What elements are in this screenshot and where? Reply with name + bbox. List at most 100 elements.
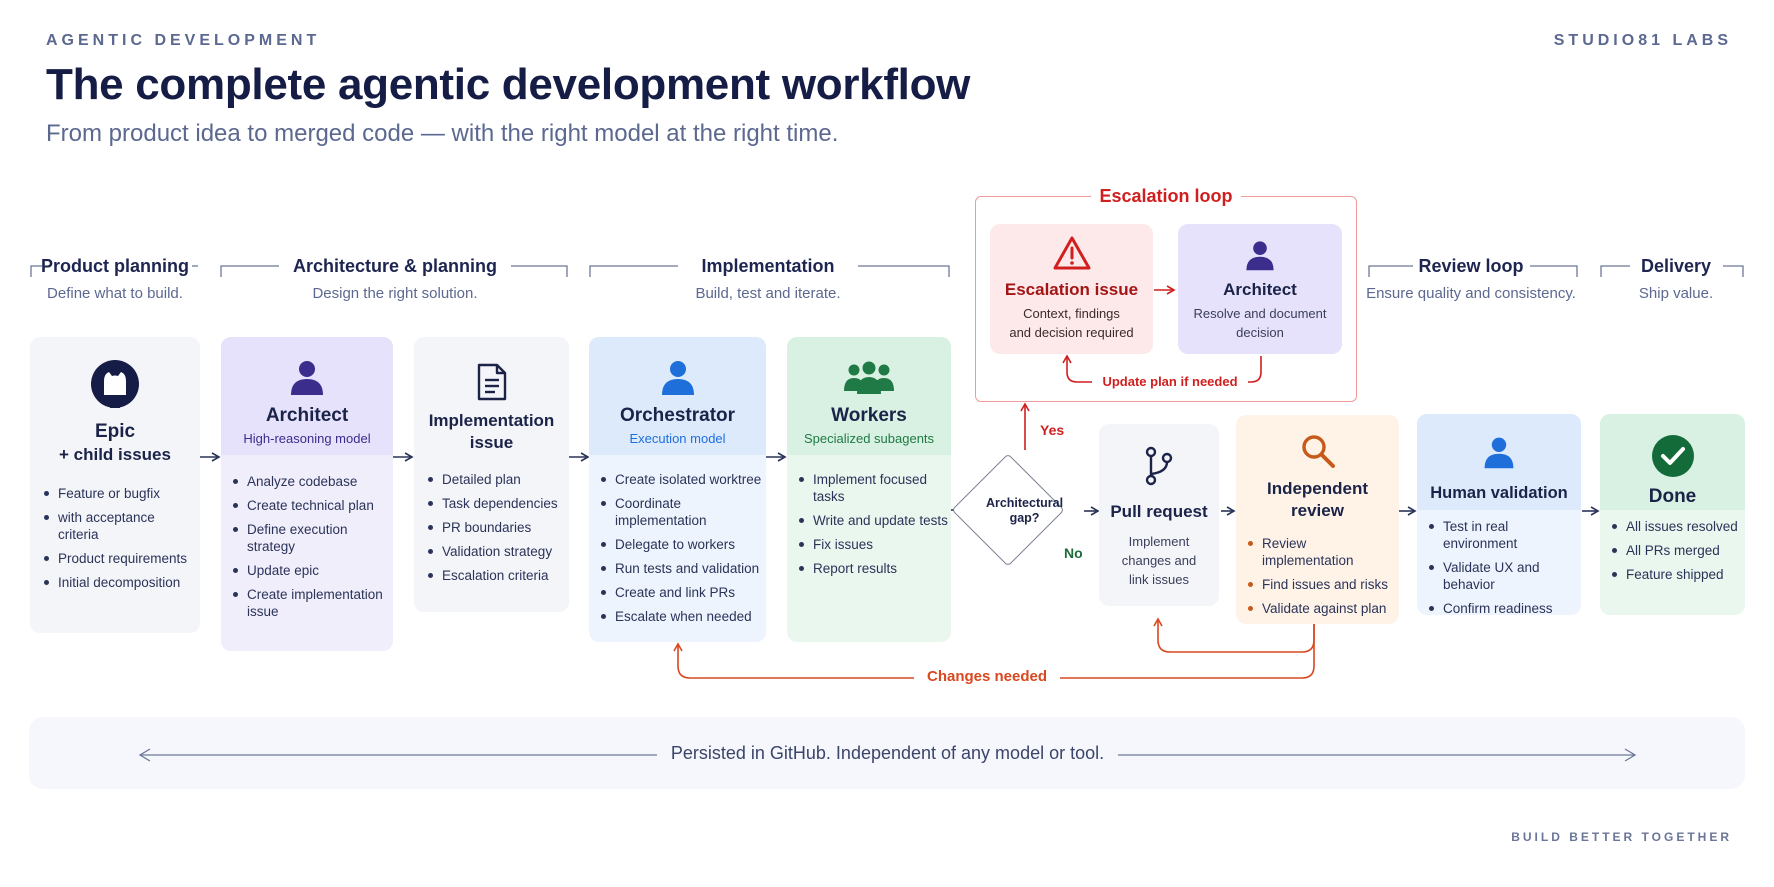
escalation-loop-title-text: Escalation loop (1091, 186, 1241, 206)
branch-icon (1099, 446, 1219, 486)
card-title: Architect (1223, 280, 1297, 299)
bullet-list: Implement focused tasks Write and update… (797, 471, 951, 584)
changes-needed-label: Changes needed (914, 668, 1060, 685)
list-item: Review implementation (1246, 535, 1398, 569)
pull-request-card[interactable]: Pull request Implement changes and link … (1099, 424, 1219, 606)
card-subtitle: Resolve and document (1193, 306, 1327, 321)
list-item: Product requirements (42, 550, 198, 567)
persisted-text-wrap: Persisted in GitHub. Independent of any … (140, 743, 1635, 764)
person-icon (589, 357, 766, 397)
list-item: Escalation criteria (426, 567, 568, 584)
list-item: Create implementation issue (231, 586, 391, 620)
card-subtitle: Implement changes and link issues (1121, 534, 1197, 587)
list-item: Report results (797, 560, 951, 577)
phase-subtitle: Build, test and iterate. (695, 285, 841, 302)
list-item: Update epic (231, 562, 391, 579)
phase-title: Architecture & planning (292, 256, 498, 276)
phase-title: Product planning (41, 256, 189, 276)
person-icon (1417, 434, 1581, 470)
card-subtitle: High-reasoning model (243, 431, 371, 446)
phase-subtitle: Define what to build. (47, 285, 183, 302)
card-subtitle: Execution model (629, 431, 726, 446)
list-item: Feature shipped (1610, 566, 1744, 583)
card-title: Architect (265, 405, 349, 426)
list-item: All PRs merged (1610, 542, 1744, 559)
phase-architecture: Architecture & planning Design the right… (270, 256, 520, 302)
card-title: Pull request (1110, 502, 1208, 521)
bullet-list: Analyze codebase Create technical plan D… (231, 473, 391, 627)
workers-card[interactable]: Workers Specialized subagents Implement … (787, 337, 951, 642)
escalation-architect-card[interactable]: Architect Resolve and document decision (1178, 224, 1342, 354)
person-icon (1178, 238, 1342, 272)
page-subtitle: From product idea to merged code — with … (46, 120, 839, 147)
independent-review-card[interactable]: Independent review Review implementation… (1236, 415, 1399, 624)
list-item: Validate UX and behavior (1427, 559, 1581, 593)
warning-icon (990, 236, 1153, 270)
list-item: Escalate when needed (599, 608, 765, 625)
list-item: with acceptance criteria (42, 509, 198, 543)
card-title-line2: + child issues (59, 445, 171, 464)
no-label: No (1064, 545, 1083, 561)
list-item: Task dependencies (426, 495, 568, 512)
phase-subtitle: Ensure quality and consistency. (1366, 285, 1576, 302)
card-subtitle: Context, findings (1023, 306, 1120, 321)
list-item: All issues resolved (1610, 518, 1744, 535)
list-item: Create technical plan (231, 497, 391, 514)
list-item: Implement focused tasks (797, 471, 951, 505)
list-item: Define execution strategy (231, 521, 391, 555)
phase-review-loop: Review loop Ensure quality and consisten… (1355, 256, 1587, 302)
footer-tagline: BUILD BETTER TOGETHER (1511, 830, 1732, 844)
phase-product-planning: Product planning Define what to build. (18, 256, 212, 302)
card-subtitle-line2: and decision required (1009, 325, 1134, 340)
list-item: Write and update tests (797, 512, 951, 529)
phase-title: Implementation (701, 256, 835, 276)
card-title: Epic (94, 421, 136, 442)
done-card[interactable]: Done All issues resolved All PRs merged … (1600, 414, 1745, 615)
epic-card[interactable]: Epic + child issues Feature or bugfix wi… (30, 337, 200, 633)
update-plan-label: Update plan if needed (1092, 374, 1248, 389)
list-item: Create and link PRs (599, 584, 765, 601)
bullet-list: Detailed plan Task dependencies PR bound… (426, 471, 568, 591)
list-item: Create isolated worktree (599, 471, 765, 488)
list-item: Find issues and risks (1246, 576, 1398, 593)
card-subtitle: Specialized subagents (803, 431, 935, 446)
phase-delivery: Delivery Ship value. (1610, 256, 1742, 302)
card-title-line2: issue (469, 433, 514, 452)
list-item: Analyze codebase (231, 473, 391, 490)
phase-subtitle: Design the right solution. (312, 285, 478, 302)
decision-line2: gap? (1009, 511, 1040, 525)
brand-label: STUDIO81 LABS (1553, 32, 1732, 49)
list-item: Validation strategy (426, 543, 568, 560)
escalation-issue-card[interactable]: Escalation issue Context, findings and d… (990, 224, 1153, 354)
implementation-issue-card[interactable]: Implementation issue Detailed plan Task … (414, 337, 569, 612)
list-item: Coordinate implementation (599, 495, 765, 529)
decision-label: Architectural gap? (968, 496, 1081, 526)
bullet-list: Feature or bugfix with acceptance criter… (42, 485, 198, 598)
list-item: Feature or bugfix (42, 485, 198, 502)
bullet-list: All issues resolved All PRs merged Featu… (1610, 518, 1744, 590)
persisted-text: Persisted in GitHub. Independent of any … (656, 743, 1119, 763)
card-title: Human validation (1430, 484, 1568, 502)
card-subtitle-line2: decision (1236, 325, 1284, 340)
orchestrator-card[interactable]: Orchestrator Execution model Create isol… (589, 337, 766, 642)
phase-title: Review loop (1418, 256, 1524, 276)
bullet-list: Test in real environment Validate UX and… (1427, 518, 1581, 615)
bullet-list: Create isolated worktree Coordinate impl… (599, 471, 765, 632)
group-icon (787, 361, 951, 395)
architect-card[interactable]: Architect High-reasoning model Analyze c… (221, 337, 393, 651)
list-item: Detailed plan (426, 471, 568, 488)
card-header-band (221, 337, 393, 455)
bullet-list: Review implementation Find issues and ri… (1246, 535, 1398, 624)
card-header-band (589, 337, 766, 455)
phase-subtitle: Ship value. (1638, 285, 1714, 302)
phase-implementation: Implementation Build, test and iterate. (668, 256, 868, 302)
human-validation-card[interactable]: Human validation Test in real environmen… (1417, 414, 1581, 615)
github-icon (30, 359, 200, 409)
card-title: Orchestrator (619, 405, 736, 426)
list-item: Validate against plan (1246, 600, 1398, 617)
list-item: Initial decomposition (42, 574, 198, 591)
list-item: Confirm readiness (1427, 600, 1581, 615)
list-item: Run tests and validation (599, 560, 765, 577)
check-circle-icon (1600, 434, 1745, 478)
